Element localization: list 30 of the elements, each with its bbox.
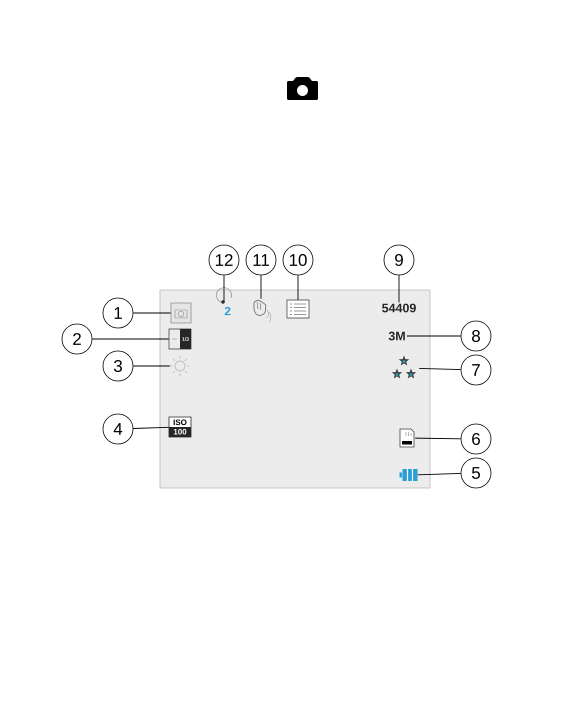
stars-icon — [392, 356, 416, 378]
camera-icon — [170, 302, 192, 324]
callout-number: 1 — [102, 298, 134, 328]
hand-icon — [254, 300, 272, 323]
memory-card-icon — [400, 428, 414, 448]
leader-line — [132, 426, 170, 429]
callout-number: 11 — [246, 244, 276, 276]
callout-number: 5 — [460, 458, 492, 488]
leader-line — [418, 368, 462, 370]
screen-display — [160, 290, 430, 488]
callout-number: 3 — [102, 350, 134, 382]
callout-number: 12 — [208, 244, 240, 276]
callout-number: 8 — [460, 320, 492, 352]
callout-number: 4 — [102, 414, 134, 444]
leader-line — [417, 473, 462, 476]
leader-line — [132, 312, 172, 314]
leader-line — [260, 274, 262, 300]
sun-icon — [170, 356, 190, 376]
callout-number: 2 — [62, 324, 92, 354]
callout-number: 9 — [384, 244, 414, 276]
leader-line — [398, 274, 400, 303]
leader-line — [414, 438, 462, 440]
menu-icon — [286, 300, 310, 318]
status-text: 3M — [388, 332, 405, 340]
callout-number: 7 — [460, 354, 492, 386]
callout-number: 10 — [282, 244, 314, 276]
callout-number: 6 — [460, 424, 492, 454]
leader-line — [92, 338, 170, 340]
battery-icon — [400, 468, 418, 482]
status-text: 54409 — [382, 304, 416, 312]
